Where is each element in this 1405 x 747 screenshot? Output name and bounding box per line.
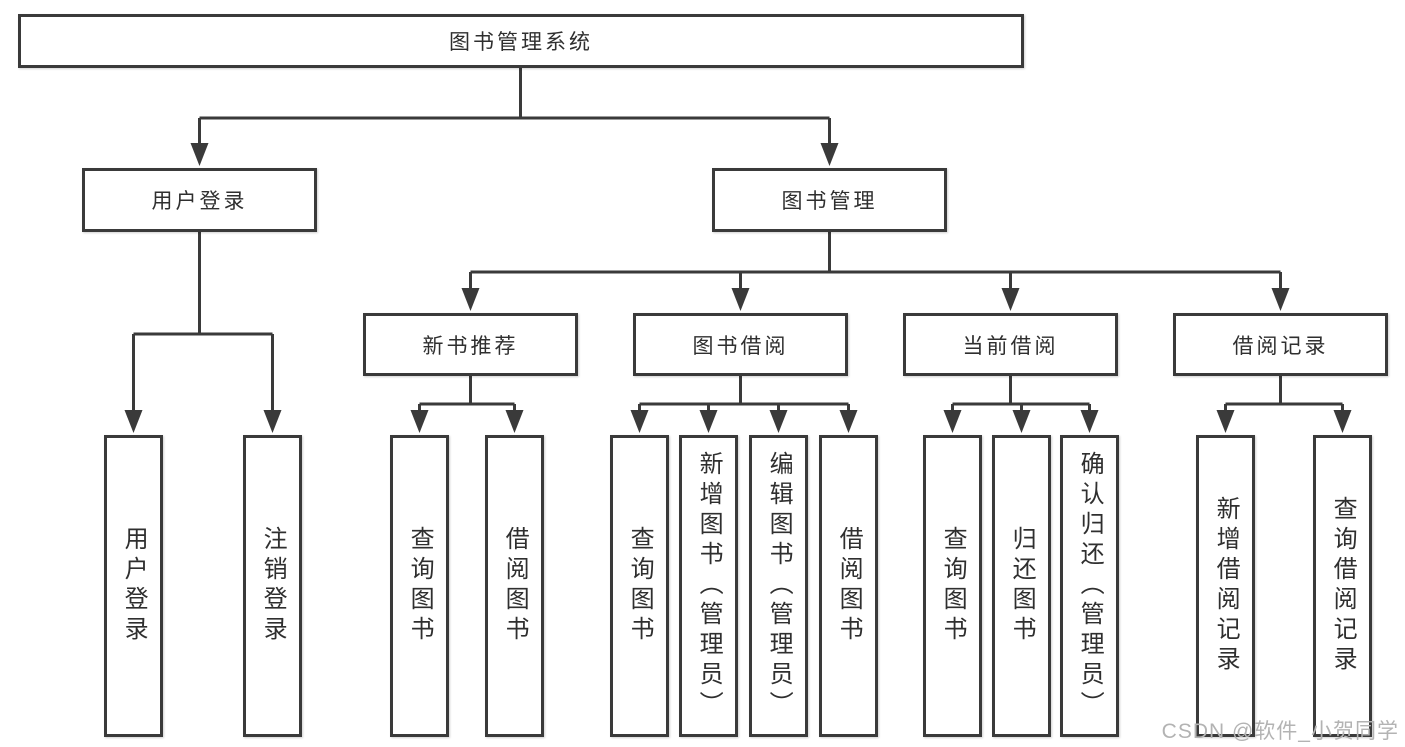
leaf-bb-borrow-books-label: 借阅图书 [835, 526, 863, 646]
arrowhead-icon [943, 410, 962, 433]
arrowhead-icon [124, 410, 143, 433]
leaf-cb-confirm-return-admin: 确认归还（管理员） [1060, 435, 1119, 737]
arrowhead-icon [731, 288, 750, 311]
leaf-logout: 注销登录 [243, 435, 302, 737]
leaf-bb-edit-books-admin: 编辑图书（管理员） [749, 435, 808, 737]
leaf-bb-borrow-books: 借阅图书 [819, 435, 878, 737]
leaf-cb-return-books: 归还图书 [992, 435, 1051, 737]
node-user-login: 用户登录 [82, 168, 317, 232]
connector-root-to-branches [190, 64, 839, 166]
watermark: CSDN @软件_小贺同学 [1161, 720, 1399, 743]
leaf-br-add-borrow-record-label: 新增借阅记录 [1212, 496, 1240, 676]
node-root-label: 图书管理系统 [449, 31, 593, 54]
leaf-nbr-query-books: 查询图书 [390, 435, 449, 737]
leaf-br-query-borrow-record-label: 查询借阅记录 [1329, 496, 1357, 676]
arrowhead-icon [190, 143, 209, 166]
leaf-bb-add-books-admin-label: 新增图书（管理员） [695, 451, 723, 721]
node-borrowing-records: 借阅记录 [1173, 313, 1388, 376]
node-book-borrowing-label: 图书借阅 [692, 334, 789, 358]
arrowhead-icon [1001, 288, 1020, 311]
arrowhead-icon [769, 410, 788, 433]
leaf-bb-edit-books-admin-label: 编辑图书（管理员） [765, 451, 793, 721]
arrowhead-icon [461, 288, 480, 311]
node-book-management: 图书管理 [712, 168, 947, 232]
leaf-bb-query-books: 查询图书 [610, 435, 669, 737]
leaf-nbr-query-books-label: 查询图书 [406, 526, 434, 646]
arrowhead-icon [630, 410, 649, 433]
connector-current-borrowing-to-leaves [943, 376, 1099, 433]
arrowhead-icon [1333, 410, 1352, 433]
leaf-bb-add-books-admin: 新增图书（管理员） [679, 435, 738, 737]
leaf-br-add-borrow-record: 新增借阅记录 [1196, 435, 1255, 737]
node-root-library-system: 图书管理系统 [18, 14, 1024, 68]
arrowhead-icon [1080, 410, 1099, 433]
leaf-user-login: 用户登录 [104, 435, 163, 737]
leaf-cb-query-books: 查询图书 [923, 435, 982, 737]
arrowhead-icon [1271, 288, 1290, 311]
node-borrowing-records-label: 借阅记录 [1232, 334, 1329, 358]
connector-book-borrowing-to-leaves [630, 376, 858, 433]
leaf-user-login-label: 用户登录 [120, 526, 148, 646]
arrowhead-icon [1012, 410, 1031, 433]
leaf-cb-confirm-return-admin-label: 确认归还（管理员） [1076, 451, 1104, 721]
leaf-cb-query-books-label: 查询图书 [939, 526, 967, 646]
node-new-book-recommendation-label: 新书推荐 [422, 334, 519, 358]
leaf-logout-label: 注销登录 [259, 526, 287, 646]
connector-borrowing-records-to-leaves [1216, 376, 1352, 433]
node-new-book-recommendation: 新书推荐 [363, 313, 578, 376]
leaf-nbr-borrow-books: 借阅图书 [485, 435, 544, 737]
connector-new-book-recommendation-to-leaves [410, 376, 524, 433]
node-current-borrowing: 当前借阅 [903, 313, 1118, 376]
connector-user-login-to-leaves [124, 232, 282, 433]
leaf-bb-query-books-label: 查询图书 [626, 526, 654, 646]
node-user-login-label: 用户登录 [151, 190, 248, 213]
arrowhead-icon [263, 410, 282, 433]
arrowhead-icon [839, 410, 858, 433]
arrowhead-icon [699, 410, 718, 433]
leaf-br-query-borrow-record: 查询借阅记录 [1313, 435, 1372, 737]
connector-book-management-to-sections [461, 232, 1290, 311]
node-book-management-label: 图书管理 [781, 190, 878, 213]
arrowhead-icon [1216, 410, 1235, 433]
arrowhead-icon [820, 143, 839, 166]
node-current-borrowing-label: 当前借阅 [962, 334, 1059, 358]
leaf-cb-return-books-label: 归还图书 [1008, 526, 1036, 646]
leaf-nbr-borrow-books-label: 借阅图书 [501, 526, 529, 646]
arrowhead-icon [410, 410, 429, 433]
arrowhead-icon [505, 410, 524, 433]
node-book-borrowing: 图书借阅 [633, 313, 848, 376]
